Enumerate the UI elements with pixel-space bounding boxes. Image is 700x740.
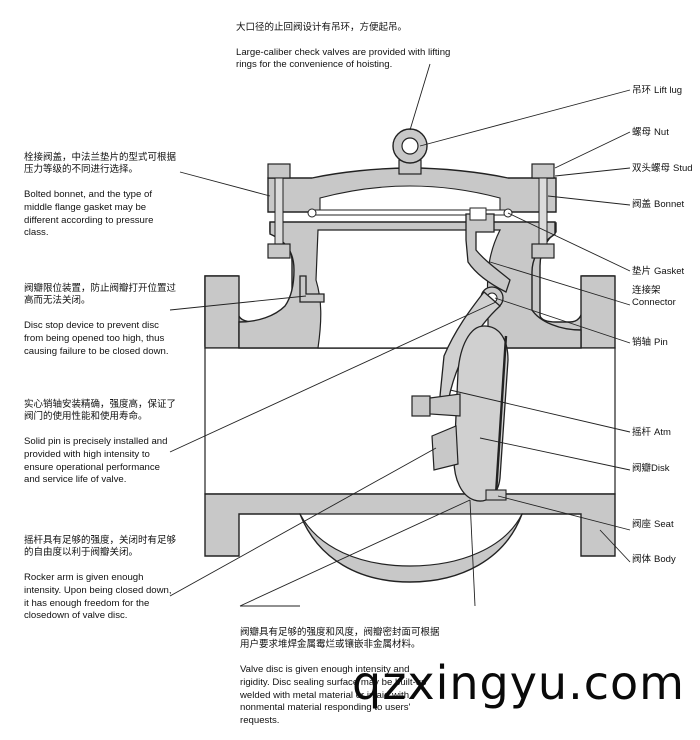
label-disk-en: Disk — [651, 463, 670, 474]
label-pin: 销轴 Pin — [632, 334, 668, 348]
lift-lug-hole — [401, 137, 419, 155]
watermark: qzxingyu.com — [352, 656, 685, 710]
connector-clip — [469, 207, 487, 221]
left-nut-top — [267, 163, 291, 179]
label-disk: 阀瓣Disk — [632, 460, 670, 474]
note-lift-ring-cn: 大口径的止回阀设计有吊环，方便起吊。 — [236, 21, 408, 33]
rocker-shoe — [431, 425, 459, 471]
label-lift-lug-en: Lift lug — [654, 85, 683, 96]
note-valve-disc-en: Valve disc is given enough intensity and… — [240, 664, 427, 726]
connector — [465, 213, 511, 293]
seat — [485, 489, 507, 501]
label-gasket-en: Gasket — [654, 266, 685, 277]
label-stud: 双头螺母 Stud — [632, 160, 693, 174]
label-body-en: Body — [654, 554, 676, 565]
label-seat-cn: 阀座 — [632, 519, 652, 530]
pipe-bore — [204, 347, 616, 495]
disc-stop — [299, 275, 325, 303]
note-disc-stop-en: Disc stop device to prevent disc from be… — [24, 320, 169, 357]
label-pin-en: Pin — [654, 337, 668, 348]
bonnet-inner — [319, 185, 501, 213]
rocker-arm — [429, 393, 461, 417]
note-rocker-arm-cn: 摇杆具有足够的强度，关闭时有足够的自由度以利于阀瓣关闭。 — [24, 534, 177, 559]
label-arm-en: Atm — [654, 427, 671, 438]
note-rocker-arm-en: Rocker arm is given enough intensity. Up… — [24, 572, 172, 622]
label-seat: 阀座 Seat — [632, 516, 674, 530]
note-valve-disc: 阀瓣具有足够的强度和风度，阀瓣密封面可根据用户要求堆焊金属霉烂或镶嵌非金属材料。… — [240, 614, 440, 740]
gasket-left-end — [307, 208, 317, 218]
note-bolted-bonnet: 栓接阀盖，中法兰垫片的型式可根据压力等级的不同进行选择。 Bolted bonn… — [24, 139, 176, 252]
label-connector-en: Connector — [632, 297, 676, 308]
label-bonnet-cn: 阀盖 — [632, 199, 652, 210]
note-bolted-bonnet-cn: 栓接阀盖，中法兰垫片的型式可根据压力等级的不同进行选择。 — [24, 151, 177, 176]
label-body-cn: 阀体 — [632, 554, 652, 565]
note-disc-stop-cn: 阀瓣限位装置，防止阀瓣打开位置过高而无法关闭。 — [24, 282, 177, 307]
label-pin-cn: 销轴 — [632, 337, 652, 348]
label-lift-lug: 吊环 Lift lug — [632, 82, 682, 96]
note-lift-ring-en: Large-caliber check valves are provided … — [236, 46, 451, 71]
note-solid-pin-en: Solid pin is precisely installed and pro… — [24, 436, 168, 486]
label-gasket-cn: 垫片 — [632, 266, 652, 277]
right-top-flange — [580, 275, 616, 349]
label-seat-en: Seat — [654, 519, 674, 530]
note-bolted-bonnet-en: Bolted bonnet, and the type of middle fl… — [24, 189, 154, 239]
label-bonnet-en: Bonnet — [654, 199, 685, 210]
left-top-flange — [204, 275, 240, 349]
label-body: 阀体 Body — [632, 551, 676, 565]
label-gasket: 垫片 Gasket — [632, 263, 684, 277]
left-stud — [274, 177, 284, 247]
label-bonnet: 阀盖 Bonnet — [632, 196, 684, 210]
label-nut: 螺母 Nut — [632, 124, 669, 138]
label-nut-cn: 螺母 — [632, 127, 652, 138]
note-rocker-arm: 摇杆具有足够的强度，关闭时有足够的自由度以利于阀瓣关闭。 Rocker arm … — [24, 522, 176, 635]
label-lift-lug-cn: 吊环 — [632, 85, 652, 96]
note-solid-pin-cn: 实心销轴安装精确，强度高，保证了阀门的使用性能和使用寿命。 — [24, 398, 177, 423]
right-stud — [538, 177, 548, 247]
note-valve-disc-cn: 阀瓣具有足够的强度和风度，阀瓣密封面可根据用户要求堆焊金属霉烂或镶嵌非金属材料。 — [240, 626, 440, 651]
label-disk-cn: 阀瓣 — [632, 463, 652, 474]
note-solid-pin: 实心销轴安装精确，强度高，保证了阀门的使用性能和使用寿命。 Solid pin … — [24, 386, 176, 499]
label-stud-cn: 双头螺母 — [632, 163, 671, 174]
label-nut-en: Nut — [654, 127, 669, 138]
note-disc-stop: 阀瓣限位装置，防止阀瓣打开位置过高而无法关闭。 Disc stop device… — [24, 270, 176, 371]
label-connector-cn: 连接架 — [632, 285, 661, 296]
label-stud-en: Stud — [673, 163, 693, 174]
left-nut-bottom — [267, 243, 291, 259]
note-lift-ring: 大口径的止回阀设计有吊环，方便起吊。 Large-caliber check v… — [236, 9, 456, 85]
right-nut-top — [531, 163, 555, 179]
rocker-nut — [411, 395, 431, 417]
label-arm: 摇杆 Atm — [632, 424, 671, 438]
leader-lines — [169, 63, 631, 607]
label-arm-cn: 摇杆 — [632, 427, 652, 438]
disc-face — [494, 335, 508, 495]
right-nut-bottom — [531, 243, 555, 259]
